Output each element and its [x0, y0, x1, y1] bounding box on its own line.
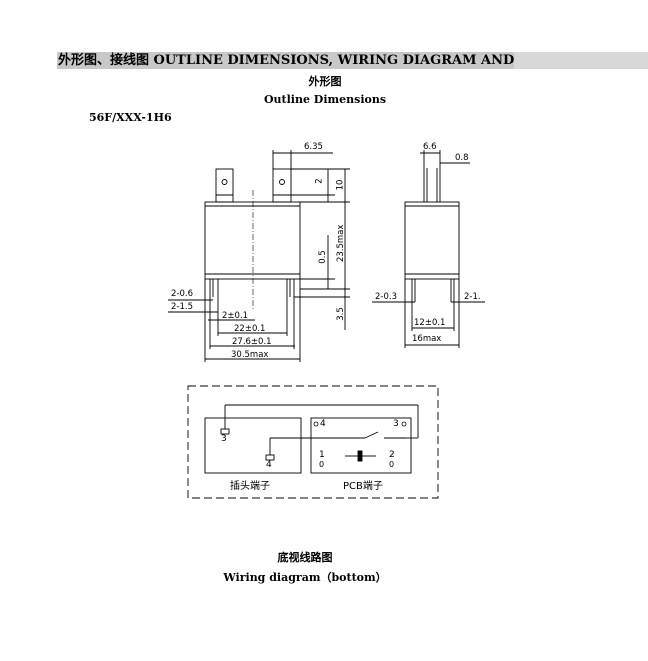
pcb-pin-1: 1 — [319, 450, 325, 460]
wiring-title-en: Wiring diagram（bottom） — [223, 571, 387, 584]
dim-height: 23.5max — [336, 224, 346, 262]
dim-22pm01: 22±0.1 — [234, 324, 266, 334]
pcb-pin-2-sub: 0 — [389, 460, 395, 469]
dim-12pm01: 12±0.1 — [414, 318, 446, 328]
pcb-pin-3: 3 — [393, 419, 399, 429]
dim-16max: 16max — [412, 334, 442, 344]
dim-tab-2: 2 — [314, 178, 325, 184]
outline-title-cn: 外形图 — [308, 75, 342, 88]
dim-08: 0.8 — [455, 153, 469, 163]
dim-05: 0.5 — [317, 250, 328, 264]
front-body — [204, 201, 301, 280]
dim-305max: 30.5max — [231, 350, 269, 360]
pcb-terminal-box — [310, 417, 412, 474]
model-number: 56F/XXX-1H6 — [89, 111, 172, 124]
outline-title-en: Outline Dimensions — [263, 93, 387, 106]
plug-pin-4: 4 — [266, 460, 272, 470]
plug-terminal-label: 插头端子 — [230, 481, 270, 492]
dim-35: 3.5 — [335, 307, 346, 321]
plug-terminal-box — [204, 417, 302, 474]
pcb-pin-2: 2 — [389, 450, 395, 460]
dim-2pm01: 2±0.1 — [222, 311, 249, 321]
dim-2-15: 2-1.5 — [171, 302, 193, 312]
wiring-outline — [187, 385, 439, 499]
pcb-pin-1-sub: 0 — [319, 460, 325, 469]
dim-66: 6.6 — [423, 142, 437, 152]
front-right-tab — [272, 168, 292, 203]
dim-2-06: 2-0.6 — [171, 289, 193, 299]
side-body — [404, 201, 460, 280]
dim-276pm01: 27.6±0.1 — [232, 337, 272, 347]
pcb-pin-4: 4 — [320, 419, 326, 429]
dim-tab-10: 10 — [335, 179, 346, 191]
wiring-title-cn: 底视线路图 — [277, 551, 333, 564]
dim-2-1: 2-1. — [464, 292, 481, 302]
plug-pin-3: 3 — [221, 434, 227, 444]
front-left-tab — [215, 168, 234, 203]
section-title: 外形图、接线图 OUTLINE DIMENSIONS, WIRING DIAGR… — [57, 52, 515, 69]
pcb-terminal-label: PCB端子 — [343, 481, 383, 492]
dim-2-03: 2-0.3 — [375, 292, 397, 302]
dim-tab-width: 6.35 — [304, 142, 323, 152]
